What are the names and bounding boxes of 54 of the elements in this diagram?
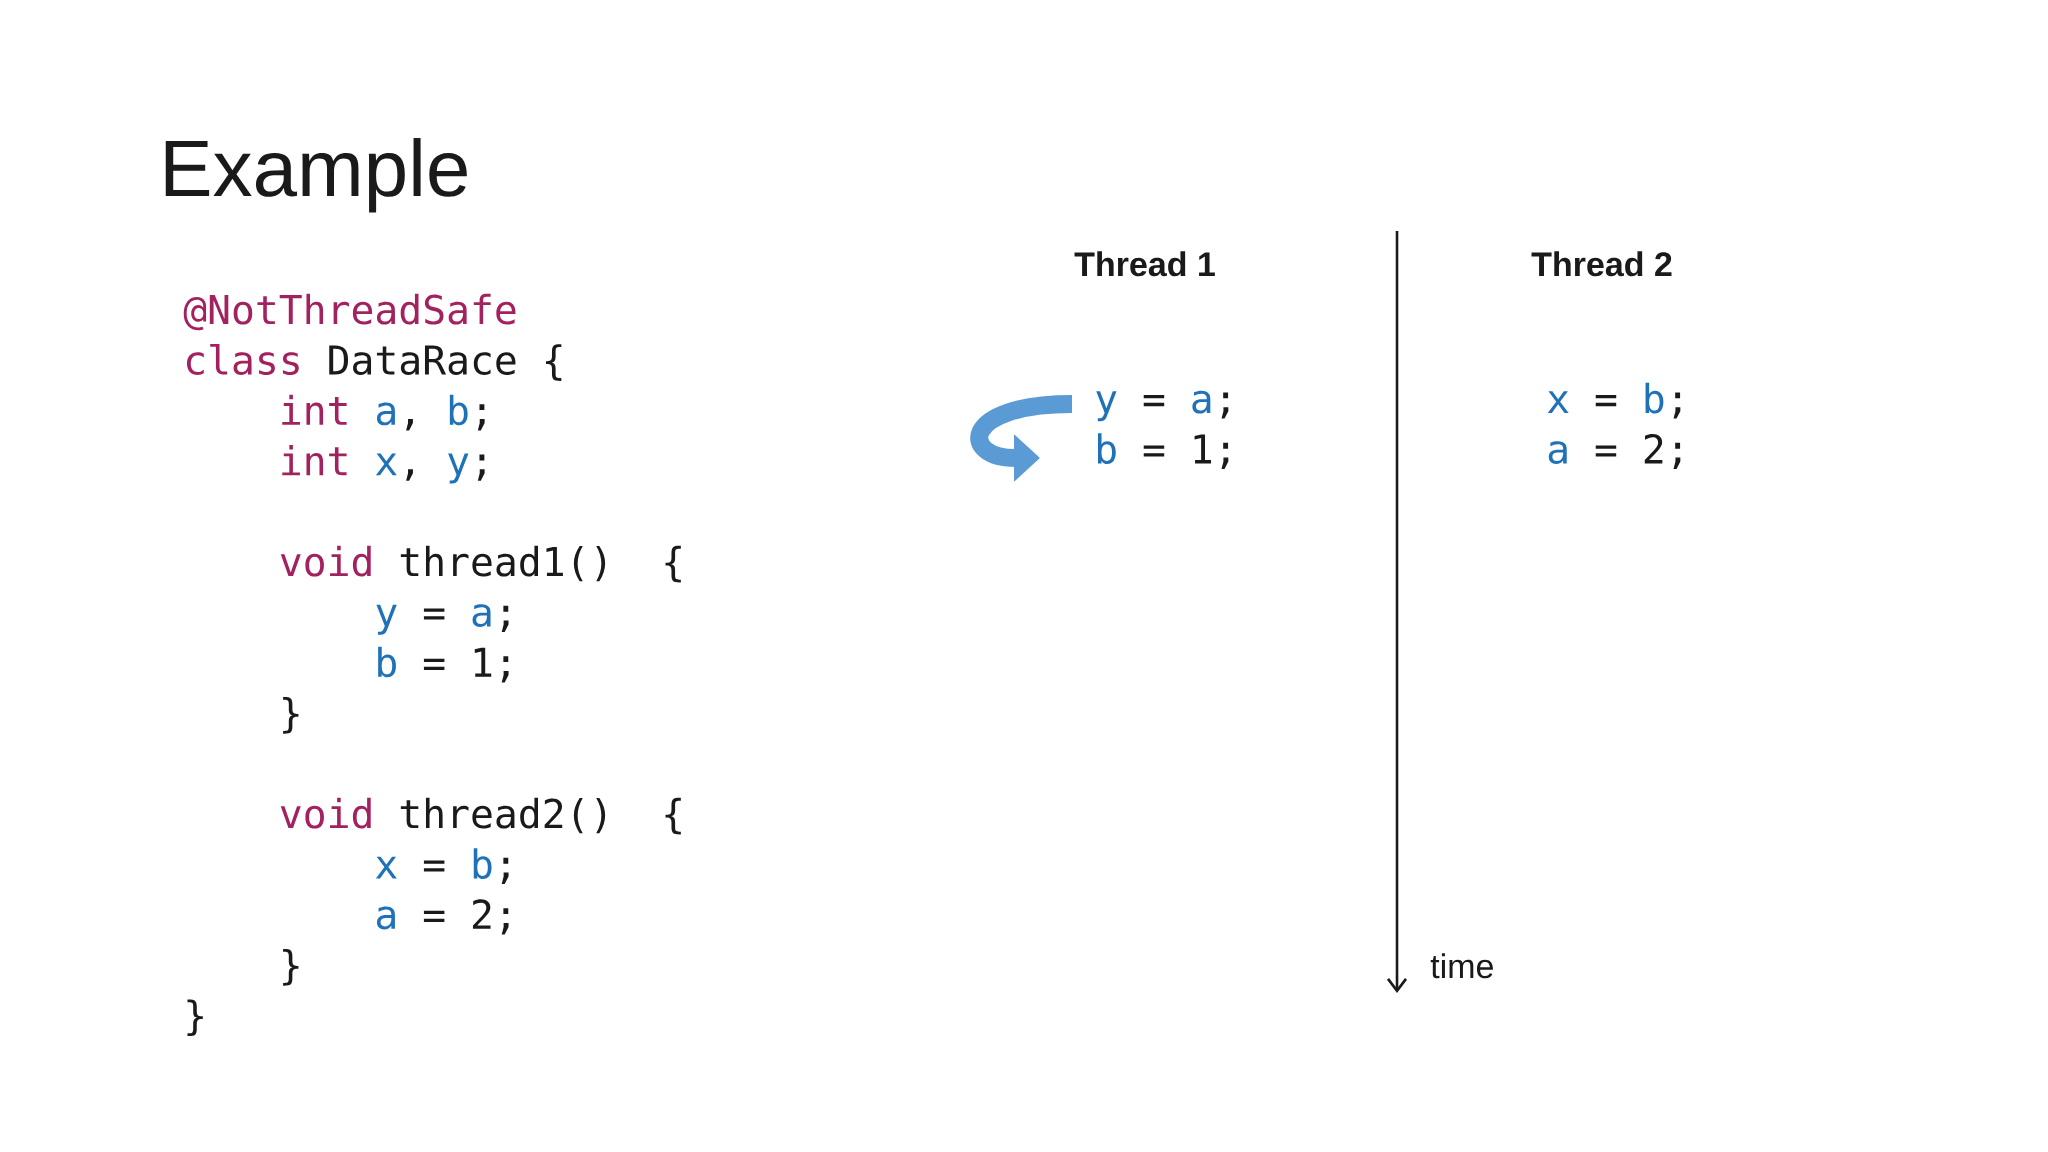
variable: a — [1192, 390, 1211, 414]
variable: y — [376, 604, 397, 635]
code-text: } — [187, 999, 203, 1037]
code-text: = — [1595, 395, 1617, 407]
keyword: int — [282, 445, 347, 476]
keyword: @NotThreadSafe — [183, 293, 516, 331]
keyword: class — [187, 344, 299, 375]
variable: a — [377, 402, 395, 426]
code-text: = — [423, 658, 445, 670]
variable: a — [377, 906, 395, 930]
code-text: = — [423, 608, 445, 620]
code-text: ; — [1221, 392, 1229, 419]
variable: a — [1548, 441, 1567, 464]
code-text: = — [1143, 445, 1165, 457]
code-text: 2; — [472, 899, 509, 935]
code-text: thread2() — [400, 797, 606, 834]
keyword: int — [282, 394, 347, 425]
code-text: = — [1595, 445, 1617, 457]
variable: b — [378, 646, 396, 678]
code-text: = — [423, 910, 445, 922]
code-text: 2; — [1644, 433, 1681, 469]
code-text: 1; — [474, 647, 509, 683]
code-text: { — [665, 545, 681, 583]
axis-label: time — [1430, 953, 1493, 979]
code-text: 1; — [1194, 434, 1229, 469]
code-text: ; — [501, 857, 509, 884]
keyword: void — [280, 797, 371, 829]
code-text: } — [283, 697, 299, 734]
code-text: ; — [1673, 392, 1681, 419]
variable: a — [472, 604, 491, 627]
variable: b — [473, 848, 492, 879]
variable: y — [1096, 391, 1117, 422]
variable: x — [375, 856, 397, 879]
slide-title: Example — [165, 138, 467, 213]
column-heading: Thread 2 — [1531, 251, 1672, 277]
code-text: } — [283, 949, 299, 986]
code-text: = — [423, 860, 445, 872]
code-text: , — [406, 418, 413, 431]
code-text: ; — [477, 404, 485, 431]
column-heading: Thread 1 — [1074, 251, 1215, 277]
variable: x — [375, 453, 397, 476]
variable: b — [449, 394, 468, 426]
keyword: void — [280, 545, 371, 577]
variable: b — [1645, 382, 1664, 414]
variable: b — [1097, 433, 1116, 464]
code-text: ; — [477, 454, 485, 481]
variable: x — [1547, 391, 1569, 413]
code-text: { — [665, 797, 681, 835]
code-text: = — [1143, 395, 1165, 407]
code-text: thread1() — [400, 545, 606, 582]
variable: y — [448, 453, 469, 484]
code-text: DataRace { — [329, 344, 562, 381]
code-text: ; — [501, 605, 509, 632]
code-text: , — [406, 469, 413, 481]
